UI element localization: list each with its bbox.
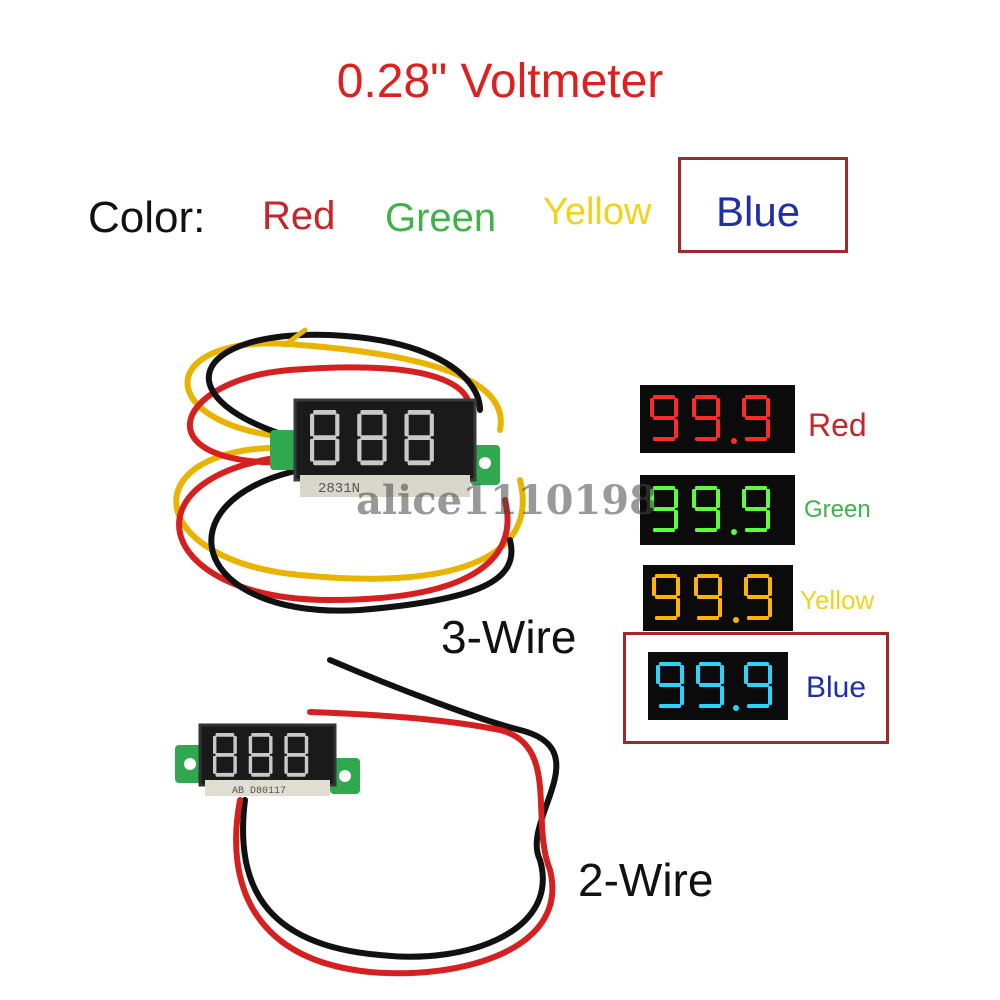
swatch-red — [640, 385, 795, 453]
swatch-yellow — [643, 565, 793, 631]
three-wire-marking: 2831N — [318, 481, 360, 497]
swatch-label-blue: Blue — [806, 671, 867, 704]
two-wire-label: 2-Wire — [578, 854, 714, 906]
three-wire-module: 2831N — [270, 398, 500, 497]
selected-swatch-highlight — [623, 632, 889, 744]
page-title: 0.28" Voltmeter — [336, 55, 664, 108]
swatch-green — [640, 475, 795, 545]
color-option-green: Green — [385, 196, 497, 240]
swatch-label-green: Green — [804, 496, 871, 523]
two-wire-module: AB D80117 — [175, 723, 360, 797]
color-option-yellow: Yellow — [543, 191, 652, 233]
two-wire-cables — [233, 657, 560, 977]
swatch-label-yellow: Yellow — [800, 585, 875, 615]
color-label: Color: — [88, 193, 206, 242]
color-option-red: Red — [262, 194, 336, 238]
three-wire-cables — [173, 327, 526, 614]
swatch-blue — [648, 652, 788, 720]
color-option-blue: Blue — [716, 188, 801, 235]
watermark: alice1110198 — [356, 477, 657, 524]
selected-color-highlight — [678, 157, 848, 253]
two-wire-marking: AB D80117 — [232, 786, 286, 797]
three-wire-label: 3-Wire — [441, 611, 577, 663]
swatch-label-red: Red — [808, 407, 867, 443]
